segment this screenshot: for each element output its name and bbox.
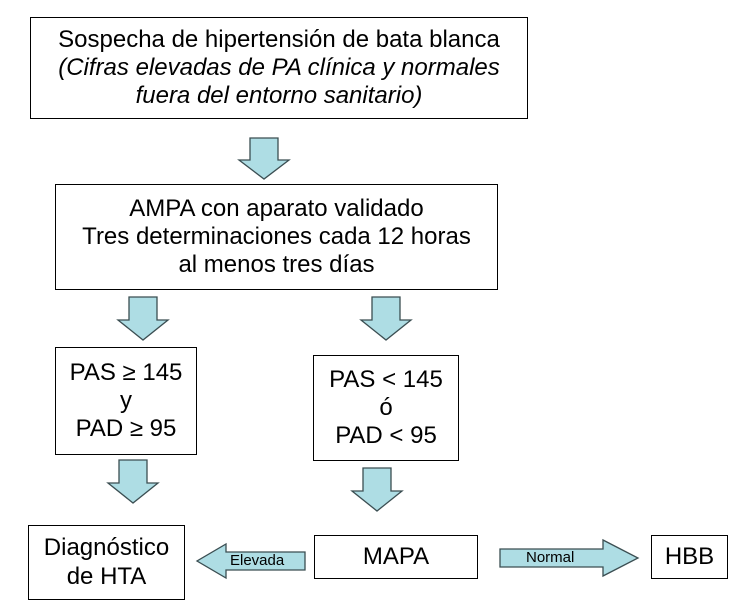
down-arrow-right [359,296,413,341]
diagnosis-box: Diagnóstico de HTA [28,525,185,600]
suspicion-note-line-1: (Cifras elevadas de PA clínica y normale… [58,53,500,81]
suspicion-box: Sospecha de hipertensión de bata blanca … [30,17,528,119]
right-arrow-normal [499,538,640,578]
elevated-label: Elevada [230,552,285,569]
suspicion-note-line-2: fuera del entorno sanitario) [135,82,423,110]
low-line-2: ó [379,393,393,421]
down-arrow-left [116,296,170,341]
down-arrow-to-diagnosis [106,459,160,504]
down-arrow-1 [237,137,291,180]
ampa-box: AMPA con aparato validado Tres determina… [55,184,498,290]
low-line-3: PAD < 95 [335,422,437,450]
hbb-label: HBB [664,542,715,570]
down-arrow-to-mapa [350,467,404,512]
ampa-line-1: AMPA con aparato validado [129,194,424,222]
high-line-3: PAD ≥ 95 [75,415,177,443]
ampa-line-3: al menos tres días [178,251,375,279]
high-line-2: y [120,386,132,414]
high-values-box: PAS ≥ 145 y PAD ≥ 95 [55,347,197,455]
low-line-1: PAS < 145 [329,365,443,393]
ampa-line-2: Tres determinaciones cada 12 horas [82,222,471,250]
diagnosis-line-1: Diagnóstico [43,534,170,562]
normal-label: Normal [526,549,575,566]
suspicion-title: Sospecha de hipertensión de bata blanca [58,25,500,53]
low-values-box: PAS < 145 ó PAD < 95 [313,355,459,461]
left-arrow-elevated [195,542,306,580]
diagnosis-line-2: de HTA [66,562,147,590]
hbb-box: HBB [651,535,728,579]
mapa-label: MAPA [362,542,430,570]
high-line-1: PAS ≥ 145 [69,358,183,386]
mapa-box: MAPA [314,535,478,579]
